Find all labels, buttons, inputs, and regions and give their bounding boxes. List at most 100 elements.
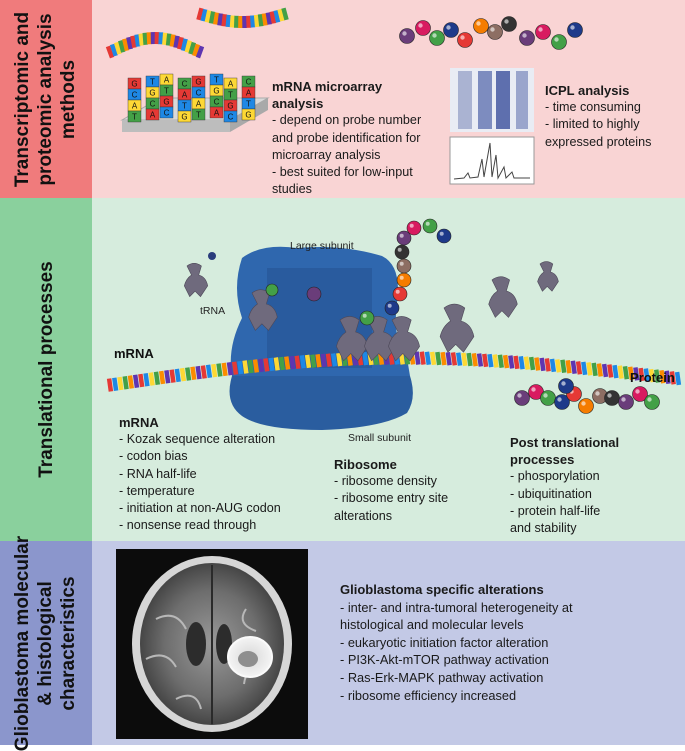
svg-text:T: T [150,78,155,87]
side-label-glioblastoma: Glioblastoma molecular & histological ch… [12,535,81,750]
svg-text:G: G [149,89,155,98]
svg-text:A: A [214,109,220,118]
svg-text:G: G [181,113,187,122]
side-label-line: proteomic analysis [35,12,57,186]
side-label-line: characteristics [58,575,80,711]
ribosome-factor-item: alterations [334,508,393,523]
mrna-factors-title: mRNA [119,415,159,430]
microarray-text: mRNA microarray analysis - depend on pro… [272,78,442,198]
side-band-bottom: Glioblastoma molecular & histological ch… [0,535,92,751]
icpl-text: ICPL analysis - time consuming - limited… [545,82,685,151]
microarray-title: analysis [272,96,324,112]
small-subunit-label: Small subunit [348,432,412,444]
microarray-item: and probe identification for [272,130,421,145]
svg-text:C: C [132,91,138,100]
svg-text:G: G [163,98,169,107]
svg-text:A: A [228,80,234,89]
side-label-transcriptomic: Transcriptomic and proteomic analysis me… [12,11,81,186]
svg-text:T: T [132,113,137,122]
side-label-line: Transcriptomic and [12,11,34,187]
icpl-item: - limited to highly [545,117,640,132]
folded-protein [514,378,660,414]
post-translational-item: - phosporylation [510,469,600,484]
mrna-label: mRNA [114,346,154,361]
mrna-factor-item: - RNA half-life [119,466,197,481]
svg-text:G: G [245,111,251,120]
post-translational-title: processes [510,452,575,468]
protein-label: Protein [630,370,675,385]
svg-text:C: C [150,100,156,109]
icpl-item: expressed proteins [545,134,652,149]
svg-text:A: A [246,89,252,98]
microarray-item: - depend on probe number [272,113,422,128]
svg-text:T: T [214,76,219,85]
ribosome-small-subunit [229,376,413,430]
glioblastoma-item: - Ras-Erk-MAPK pathway activation [340,669,544,685]
svg-text:G: G [213,87,219,96]
side-band-top: Transcriptomic and proteomic analysis me… [0,0,92,198]
svg-text:G: G [227,102,233,111]
post-translational-text: Post translational processes - phosporyl… [510,434,680,537]
glioblastoma-item: - eukaryotic initiation factor alteratio… [340,634,549,650]
panel-body-bottom: Glioblastoma specific alterations - inte… [92,541,685,745]
svg-text:T: T [246,100,251,109]
panel-transcriptomic-proteomic: Transcriptomic and proteomic analysis me… [0,0,685,198]
microarray-title: mRNA microarray [272,79,383,94]
svg-text:A: A [132,102,138,111]
glioblastoma-text: Glioblastoma specific alterations - inte… [340,581,670,704]
svg-text:G: G [131,80,137,89]
glioblastoma-item: - ribosome efficiency increased [340,687,517,703]
large-subunit-label: Large subunit [290,240,354,252]
rna-strands-top [105,7,289,59]
panel-glioblastoma: Glioblastoma molecular & histological ch… [0,535,685,751]
trna-group [183,252,559,362]
ribosome-factor-item: - ribosome density [334,474,437,489]
brain-mri-image [116,549,308,739]
svg-text:T: T [228,91,233,100]
gel-electrophoresis-icon [450,68,534,132]
svg-text:C: C [164,109,170,118]
post-translational-item: - ubiquitination [510,486,592,501]
mrna-factor-item: - initiation at non-AUG codon [119,501,281,516]
svg-text:C: C [214,98,220,107]
side-label-line: Glioblastoma molecular [12,535,34,751]
mass-spectrum-icon [449,136,535,185]
svg-text:A: A [196,100,202,109]
svg-text:A: A [182,91,188,100]
trna-label: tRNA [200,305,226,317]
peptide-beads-icon [399,16,583,50]
svg-text:T: T [164,87,169,96]
nascent-peptide-chain [359,218,452,326]
panel-body-middle: Large subunit Small subunit tRNA mRNA Pr… [92,198,685,541]
svg-text:C: C [228,113,234,122]
glioblastoma-item: - PI3K-Akt-mTOR pathway activation [340,652,549,668]
side-label-line: methods [58,59,80,139]
svg-text:A: A [150,111,156,120]
translation-scene [106,218,682,430]
glioblastoma-item: - inter- and intra-tumoral heterogeneity… [340,599,573,615]
glioblastoma-title: Glioblastoma specific alterations [340,582,544,597]
svg-text:C: C [196,89,202,98]
svg-text:A: A [164,76,170,85]
ribosome-factor-item: - ribosome entry site [334,491,449,506]
post-translational-title: Post translational [510,435,620,450]
glioblastoma-item: histological and molecular levels [340,617,524,633]
panel-translational: Translational processes Large subunit Sm… [0,198,685,541]
post-translational-item: and stability [510,521,577,536]
mrna-factors-text: mRNA - Kozak sequence alteration - codon… [119,414,329,534]
side-band-middle: Translational processes [0,198,92,541]
side-label-line: & histological [35,580,57,706]
svg-text:G: G [195,78,201,87]
mrna-factor-item: - codon bias [119,449,188,464]
microarray-item: microarray analysis [272,147,381,162]
mrna-factor-item: - temperature [119,483,195,498]
microarray-item: studies [272,182,312,197]
ribosome-factors-title: Ribosome [334,457,397,472]
icpl-title: ICPL analysis [545,83,630,98]
ribosome-factors-text: Ribosome - ribosome density - ribosome e… [334,456,484,525]
mrna-factor-item: - Kozak sequence alteration [119,432,276,447]
side-label-translational: Translational processes [35,261,57,478]
